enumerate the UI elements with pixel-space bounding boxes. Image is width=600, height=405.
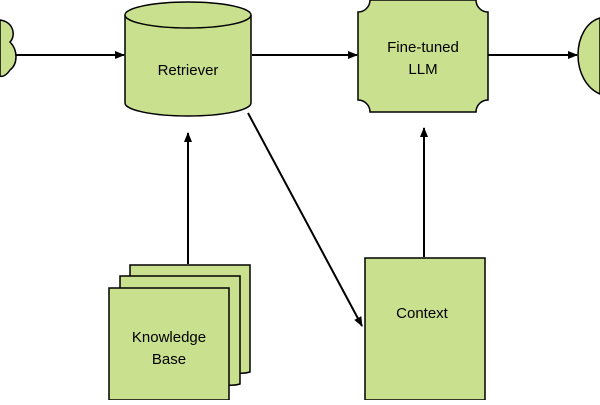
retriever-label: Retriever	[158, 62, 219, 79]
retriever-node[interactable]: Retriever	[124, 1, 252, 117]
knowledge-base-node[interactable]: Knowledge Base	[108, 264, 251, 401]
knowledge-base-label-line1: Knowledge	[132, 329, 206, 346]
llm-plaque-shape	[357, 0, 489, 113]
output-node	[577, 17, 600, 95]
llm-node[interactable]: Fine-tuned LLM	[357, 0, 489, 113]
edges	[10, 51, 578, 327]
llm-label-line2: LLM	[408, 61, 437, 78]
context-label: Context	[396, 305, 449, 322]
knowledge-base-label-line2: Base	[152, 351, 186, 368]
edge-retriever-to-context	[247, 112, 363, 327]
context-node[interactable]: Context	[364, 257, 486, 401]
retriever-cylinder-top	[124, 1, 252, 29]
input-node	[0, 19, 17, 78]
context-document-shape	[364, 257, 486, 401]
llm-label-line1: Fine-tuned	[387, 39, 459, 56]
input-shape	[0, 19, 17, 78]
retriever-cylinder-body	[124, 15, 252, 117]
output-shape	[577, 17, 600, 95]
